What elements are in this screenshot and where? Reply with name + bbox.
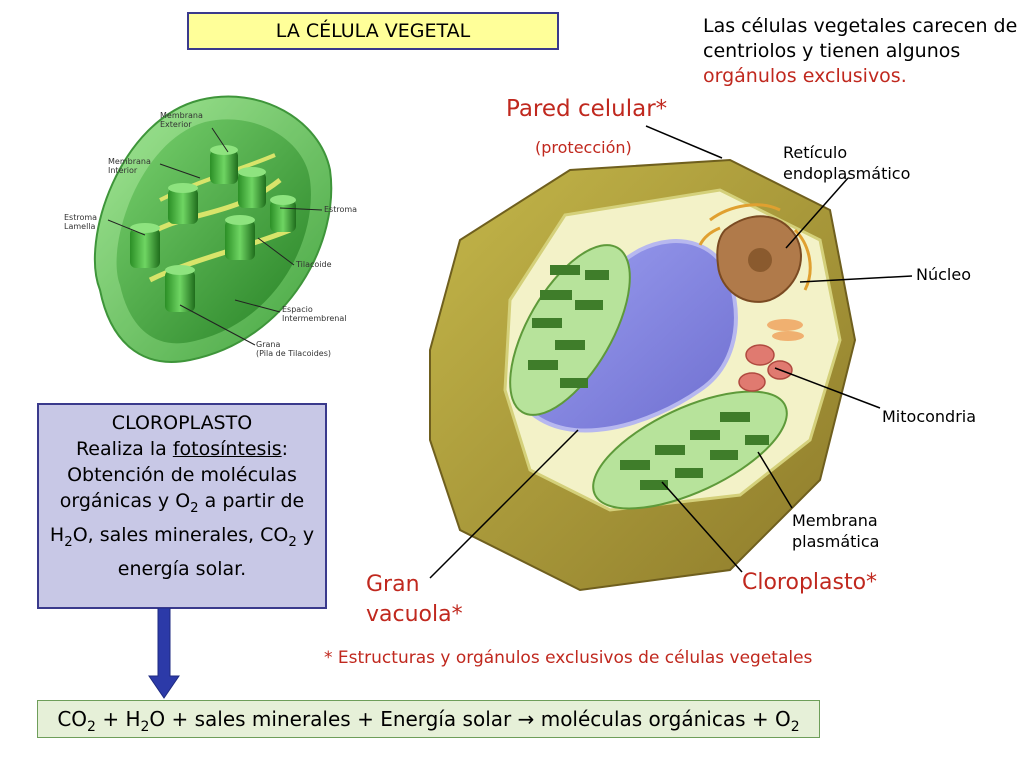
golgi bbox=[767, 319, 804, 341]
label-membrana-exterior-1: Membrana bbox=[160, 111, 203, 120]
label-membrana-interior-2: Interior bbox=[108, 166, 138, 175]
pointer-mitocondria bbox=[774, 367, 881, 409]
label-cloroplasto: Cloroplasto* bbox=[742, 570, 878, 595]
label-membrana-line1: Membrana bbox=[792, 511, 878, 530]
label-pared-celular: Pared celular* bbox=[506, 96, 668, 122]
label-espacio-2: Intermembrenal bbox=[282, 314, 346, 323]
mitochondria bbox=[738, 344, 793, 392]
intro-text-main: Las células vegetales carecen de centrio… bbox=[703, 15, 1018, 62]
label-grana-1: Grana bbox=[256, 340, 280, 349]
chloroplast-box-heading: CLOROPLASTO bbox=[111, 412, 253, 434]
label-nucleo: Núcleo bbox=[916, 265, 971, 284]
pointer-vacuola bbox=[429, 429, 579, 579]
nucleus bbox=[716, 215, 802, 303]
chloroplast-box-line3: Obtención de moléculas orgánicas y O2 a … bbox=[49, 464, 315, 580]
label-reticulo-line1: Retículo bbox=[783, 143, 848, 162]
chloroplast-box-line2: Realiza la fotosíntesis: bbox=[75, 438, 289, 460]
label-estroma: Estroma bbox=[324, 205, 357, 214]
grana-stacks bbox=[130, 145, 296, 312]
fotosintesis-word: fotosíntesis bbox=[172, 438, 282, 460]
page-title: LA CÉLULA VEGETAL bbox=[187, 12, 559, 50]
cell-chloroplast-bottom bbox=[592, 390, 788, 510]
label-estroma-lamella-2: Lamella bbox=[64, 222, 96, 231]
chloroplast-labels: Membrana Exterior Membrana Interior Estr… bbox=[64, 111, 357, 358]
label-vacuola-line2: vacuola* bbox=[366, 602, 463, 627]
footnote: * Estructuras y orgánulos exclusivos de … bbox=[324, 648, 813, 668]
cell-chloroplast-left bbox=[509, 244, 631, 416]
label-tilacoide: Tilacoide bbox=[295, 260, 332, 269]
label-reticulo-endoplasmatico: Retículo endoplasmático bbox=[783, 142, 910, 184]
label-reticulo-line2: endoplasmático bbox=[783, 164, 911, 183]
label-estroma-lamella-1: Estroma bbox=[64, 213, 97, 222]
label-gran-vacuola: Gran vacuola* bbox=[366, 570, 463, 630]
pointer-reticulo bbox=[785, 177, 849, 249]
label-vacuola-line1: Gran bbox=[366, 572, 420, 597]
label-membrana-exterior-2: Exterior bbox=[160, 120, 192, 129]
chloroplast-info-box: CLOROPLASTO Realiza la fotosíntesis: Obt… bbox=[37, 403, 327, 609]
label-espacio-1: Espacio bbox=[282, 305, 313, 314]
chloroplast-pointer-lines bbox=[107, 127, 323, 346]
pointer-pared bbox=[645, 125, 723, 159]
plant-cell-illustration bbox=[429, 158, 857, 592]
photosynthesis-equation: CO2 + H2O + sales minerales + Energía so… bbox=[37, 700, 820, 738]
label-membrana-line2: plasmática bbox=[792, 532, 880, 551]
intro-text-highlight: orgánulos exclusivos. bbox=[703, 65, 907, 87]
pointer-membrana bbox=[757, 451, 793, 509]
label-mitocondria: Mitocondria bbox=[882, 407, 977, 426]
chloroplast-illustration: Membrana Exterior Membrana Interior Estr… bbox=[64, 95, 357, 363]
pointer-nucleo bbox=[799, 275, 913, 283]
intro-text: Las células vegetales carecen de centrio… bbox=[703, 14, 1021, 89]
label-grana-2: (Pila de Tilacoides) bbox=[256, 349, 331, 358]
pointer-cloroplasto bbox=[661, 481, 743, 573]
label-proteccion: (protección) bbox=[535, 138, 632, 157]
label-membrana-interior-1: Membrana bbox=[108, 157, 151, 166]
down-arrow-icon bbox=[148, 608, 180, 699]
label-membrana-plasmatica: Membrana plasmática bbox=[792, 510, 879, 552]
